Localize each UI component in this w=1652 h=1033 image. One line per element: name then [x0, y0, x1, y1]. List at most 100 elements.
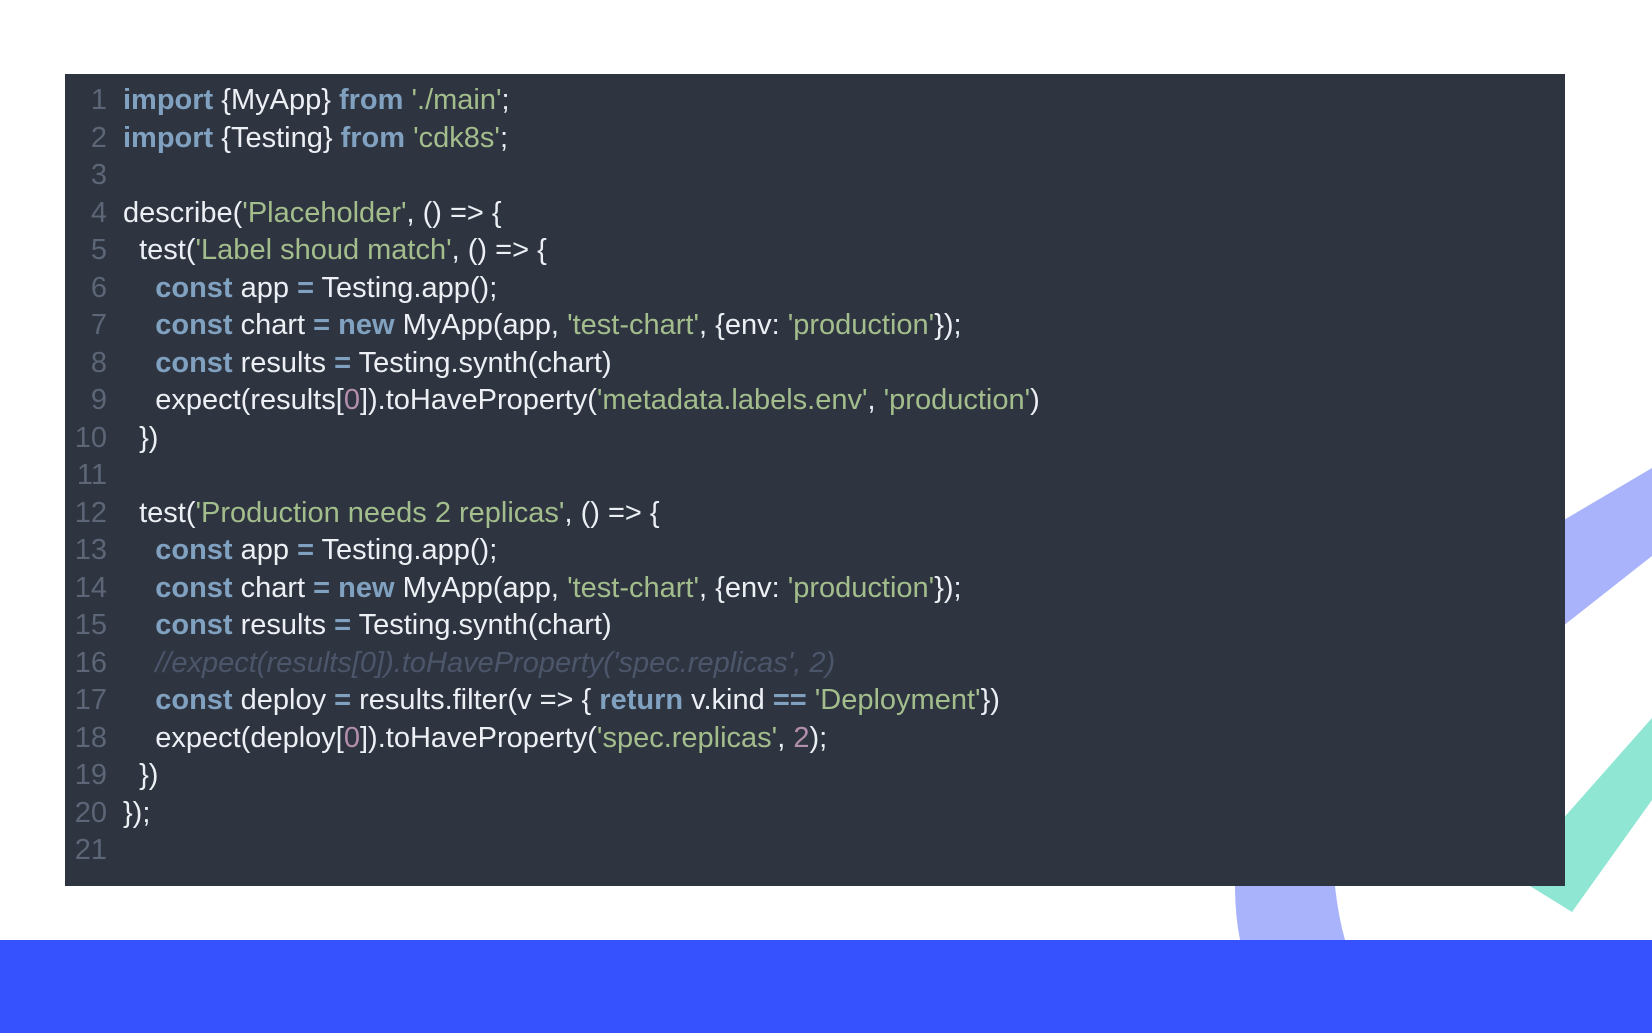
code-line: 5 test('Label shoud match', () => {: [65, 232, 1565, 270]
code-token-kw: const: [155, 609, 233, 641]
line-number: 1: [90, 84, 107, 116]
code-token-plain: describe(: [123, 196, 243, 229]
code-text: import {Testing} from 'cdk8s';: [123, 120, 508, 158]
line-number: 20: [74, 796, 107, 829]
code-token-plain: [123, 647, 155, 679]
code-token-kw: const: [155, 534, 233, 566]
code-token-plain: ]).toHaveProperty(: [359, 721, 597, 754]
line-number: 7: [90, 309, 107, 341]
code-token-kw: const: [155, 571, 233, 604]
code-token-plain: }): [123, 421, 159, 454]
code-text: }): [123, 757, 158, 795]
code-line: 15 const results = Testing.synth(chart): [65, 607, 1565, 645]
code-line: 6 const app = Testing.app();: [65, 270, 1565, 308]
code-token-plain: [807, 684, 815, 716]
code-line: 12 test('Production needs 2 replicas', (…: [65, 495, 1565, 533]
code-text: expect(results[0]).toHaveProperty('metad…: [123, 382, 1040, 420]
code-line: 8 const results = Testing.synth(chart): [65, 345, 1565, 383]
code-token-plain: ]).toHaveProperty(: [359, 384, 597, 416]
code-token-op: =: [334, 346, 352, 379]
code-token-kw: const: [155, 346, 233, 379]
code-token-kw: from: [340, 121, 406, 154]
code-text: //expect(results[0]).toHaveProperty('spe…: [123, 645, 835, 683]
code-token-plain: });: [934, 571, 962, 604]
code-token-op: =: [334, 684, 352, 716]
code-text: test('Label shoud match', () => {: [123, 232, 547, 270]
code-token-plain: test(: [123, 496, 196, 529]
line-number: 2: [90, 121, 107, 154]
code-text: }): [123, 420, 158, 458]
code-token-plain: }): [980, 684, 1000, 716]
code-token-plain: , () => {: [564, 496, 660, 529]
code-token-str: 'production': [883, 384, 1031, 416]
code-text: const app = Testing.app();: [123, 532, 497, 570]
code-token-plain: , () => {: [406, 196, 502, 229]
code-text: const results = Testing.synth(chart): [123, 345, 612, 383]
code-token-plain: [123, 534, 155, 566]
code-line: 13 const app = Testing.app();: [65, 532, 1565, 570]
line-number: 8: [90, 346, 107, 379]
code-token-plain: results.filter(v => {: [351, 684, 600, 716]
code-token-plain: , {env:: [699, 309, 788, 341]
line-number: 5: [90, 234, 107, 266]
code-token-plain: });: [123, 796, 151, 829]
code-text: import {MyApp} from './main';: [123, 82, 510, 120]
code-token-plain: chart: [232, 309, 314, 341]
code-token-kw: from: [338, 84, 404, 116]
code-token-plain: Testing.synth(chart): [351, 609, 612, 641]
code-token-num: 0: [343, 721, 360, 754]
code-token-plain: [123, 684, 155, 716]
code-token-plain: {MyApp}: [213, 84, 339, 116]
code-token-str: 'test-chart': [567, 309, 700, 341]
code-token-plain: [123, 572, 155, 604]
code-token-plain: [330, 309, 338, 341]
code-token-plain: ;: [501, 84, 510, 116]
code-text: describe('Placeholder', () => {: [123, 195, 502, 233]
code-token-str: 'metadata.labels.env': [596, 384, 868, 416]
code-token-kw: import: [123, 121, 214, 154]
decor-blue-arc: [1235, 886, 1345, 940]
line-number: 19: [74, 759, 107, 791]
code-token-plain: Testing.synth(chart): [351, 346, 612, 379]
code-text: const chart = new MyApp(app, 'test-chart…: [123, 570, 962, 608]
line-number: 18: [74, 721, 107, 754]
code-text: const deploy = results.filter(v => { ret…: [123, 682, 1000, 720]
code-token-plain: expect(deploy[: [123, 721, 344, 754]
code-token-kw: const: [155, 271, 233, 304]
code-token-str: 'spec.replicas': [596, 721, 778, 754]
code-token-plain: [330, 572, 338, 604]
code-token-plain: app: [232, 271, 298, 304]
code-token-plain: [405, 122, 413, 154]
code-token-kw: import: [123, 84, 214, 116]
code-token-kw: new: [338, 309, 395, 341]
code-text: });: [123, 795, 150, 833]
code-token-plain: Testing.app();: [314, 271, 498, 304]
code-line: 17 const deploy = results.filter(v => { …: [65, 682, 1565, 720]
code-token-num: 0: [343, 384, 360, 416]
code-token-str: 'cdk8s': [413, 121, 500, 154]
code-token-plain: app: [232, 534, 298, 566]
code-token-plain: chart: [232, 571, 314, 604]
line-number: 16: [74, 646, 107, 679]
code-token-str: 'production': [787, 309, 935, 341]
code-text: test('Production needs 2 replicas', () =…: [123, 495, 660, 533]
code-token-num: 2: [793, 721, 810, 754]
code-token-plain: [123, 272, 155, 304]
code-token-str: 'Placeholder': [242, 196, 407, 229]
line-number: 17: [74, 684, 107, 716]
code-token-plain: );: [809, 721, 828, 754]
code-token-plain: expect(results[: [123, 384, 344, 416]
code-token-op: =: [313, 571, 331, 604]
line-number: 15: [74, 609, 107, 641]
code-token-op: =: [313, 309, 331, 341]
line-number: 12: [74, 496, 107, 529]
code-line: 1 import {MyApp} from './main';: [65, 82, 1565, 120]
code-token-plain: Testing.app();: [314, 534, 498, 566]
code-text: const chart = new MyApp(app, 'test-chart…: [123, 307, 961, 345]
code-token-plain: ): [1030, 384, 1040, 416]
line-number: 6: [90, 271, 107, 304]
code-token-plain: , {env:: [699, 571, 788, 604]
line-number: 9: [90, 384, 107, 416]
code-line: 7 const chart = new MyApp(app, 'test-cha…: [65, 307, 1565, 345]
code-token-plain: {Testing}: [213, 121, 341, 154]
